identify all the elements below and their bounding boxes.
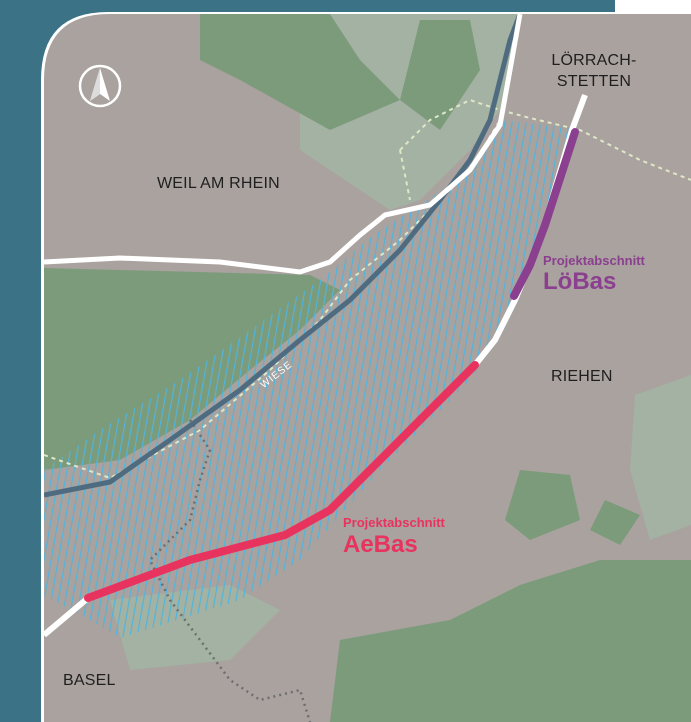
border-cross-west <box>44 119 501 480</box>
forest-east-small-2 <box>590 500 640 545</box>
section-aebas-line <box>84 361 479 602</box>
place-riehen: RIEHEN <box>551 368 613 385</box>
place-loerrach-line2: STETTEN <box>556 73 632 90</box>
place-loerrach-stetten: LÖRRACH- STETTEN <box>544 50 644 92</box>
frame-corner-white <box>615 0 691 14</box>
place-basel: BASEL <box>63 672 116 689</box>
forest-light-east <box>630 375 691 540</box>
forest-north-right <box>400 20 480 130</box>
place-weil-am-rhein: WEIL AM RHEIN <box>157 175 280 192</box>
section-loebas-line <box>510 128 579 300</box>
project-hatch-area <box>44 120 572 638</box>
north-arrow-icon <box>78 64 122 108</box>
forest-north <box>200 14 400 130</box>
section-loebas-kicker: Projektabschnitt <box>543 253 645 268</box>
national-border-dotted <box>148 419 312 722</box>
river-wiese <box>44 14 523 498</box>
border-cross-north <box>399 98 691 201</box>
forest-east-small <box>505 470 580 540</box>
forest-southeast <box>330 560 691 722</box>
section-aebas-kicker: Projektabschnitt <box>343 515 445 530</box>
road-northwest <box>44 14 523 275</box>
section-aebas-name: AeBas <box>343 531 418 558</box>
place-loerrach-line1: LÖRRACH- <box>551 52 637 69</box>
section-loebas-name: LöBas <box>543 268 617 295</box>
